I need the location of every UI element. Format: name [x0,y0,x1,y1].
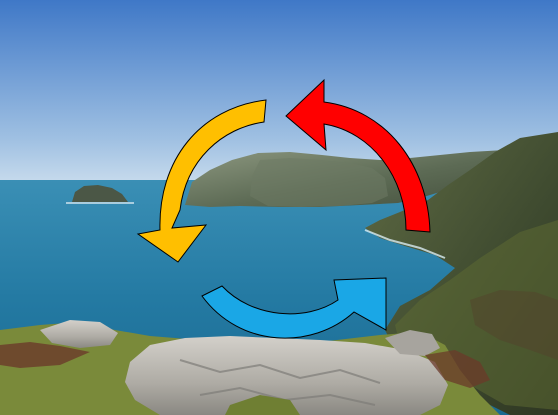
headland-cliff-face [250,158,388,207]
foreground-rock-left [40,320,118,348]
grass-patch [225,395,300,415]
foreground-heather-right [425,350,490,388]
foreground-rock-right [385,330,440,356]
foreground-rock-main [125,336,448,415]
surf [364,229,446,259]
right-cliff-heather [470,290,558,360]
small-island [72,185,128,202]
yellow-arrow [136,99,267,263]
blue-arrow [201,277,387,339]
red-arrow [285,78,431,233]
foreground-heather [0,342,90,368]
cycle-arrows [136,78,431,339]
